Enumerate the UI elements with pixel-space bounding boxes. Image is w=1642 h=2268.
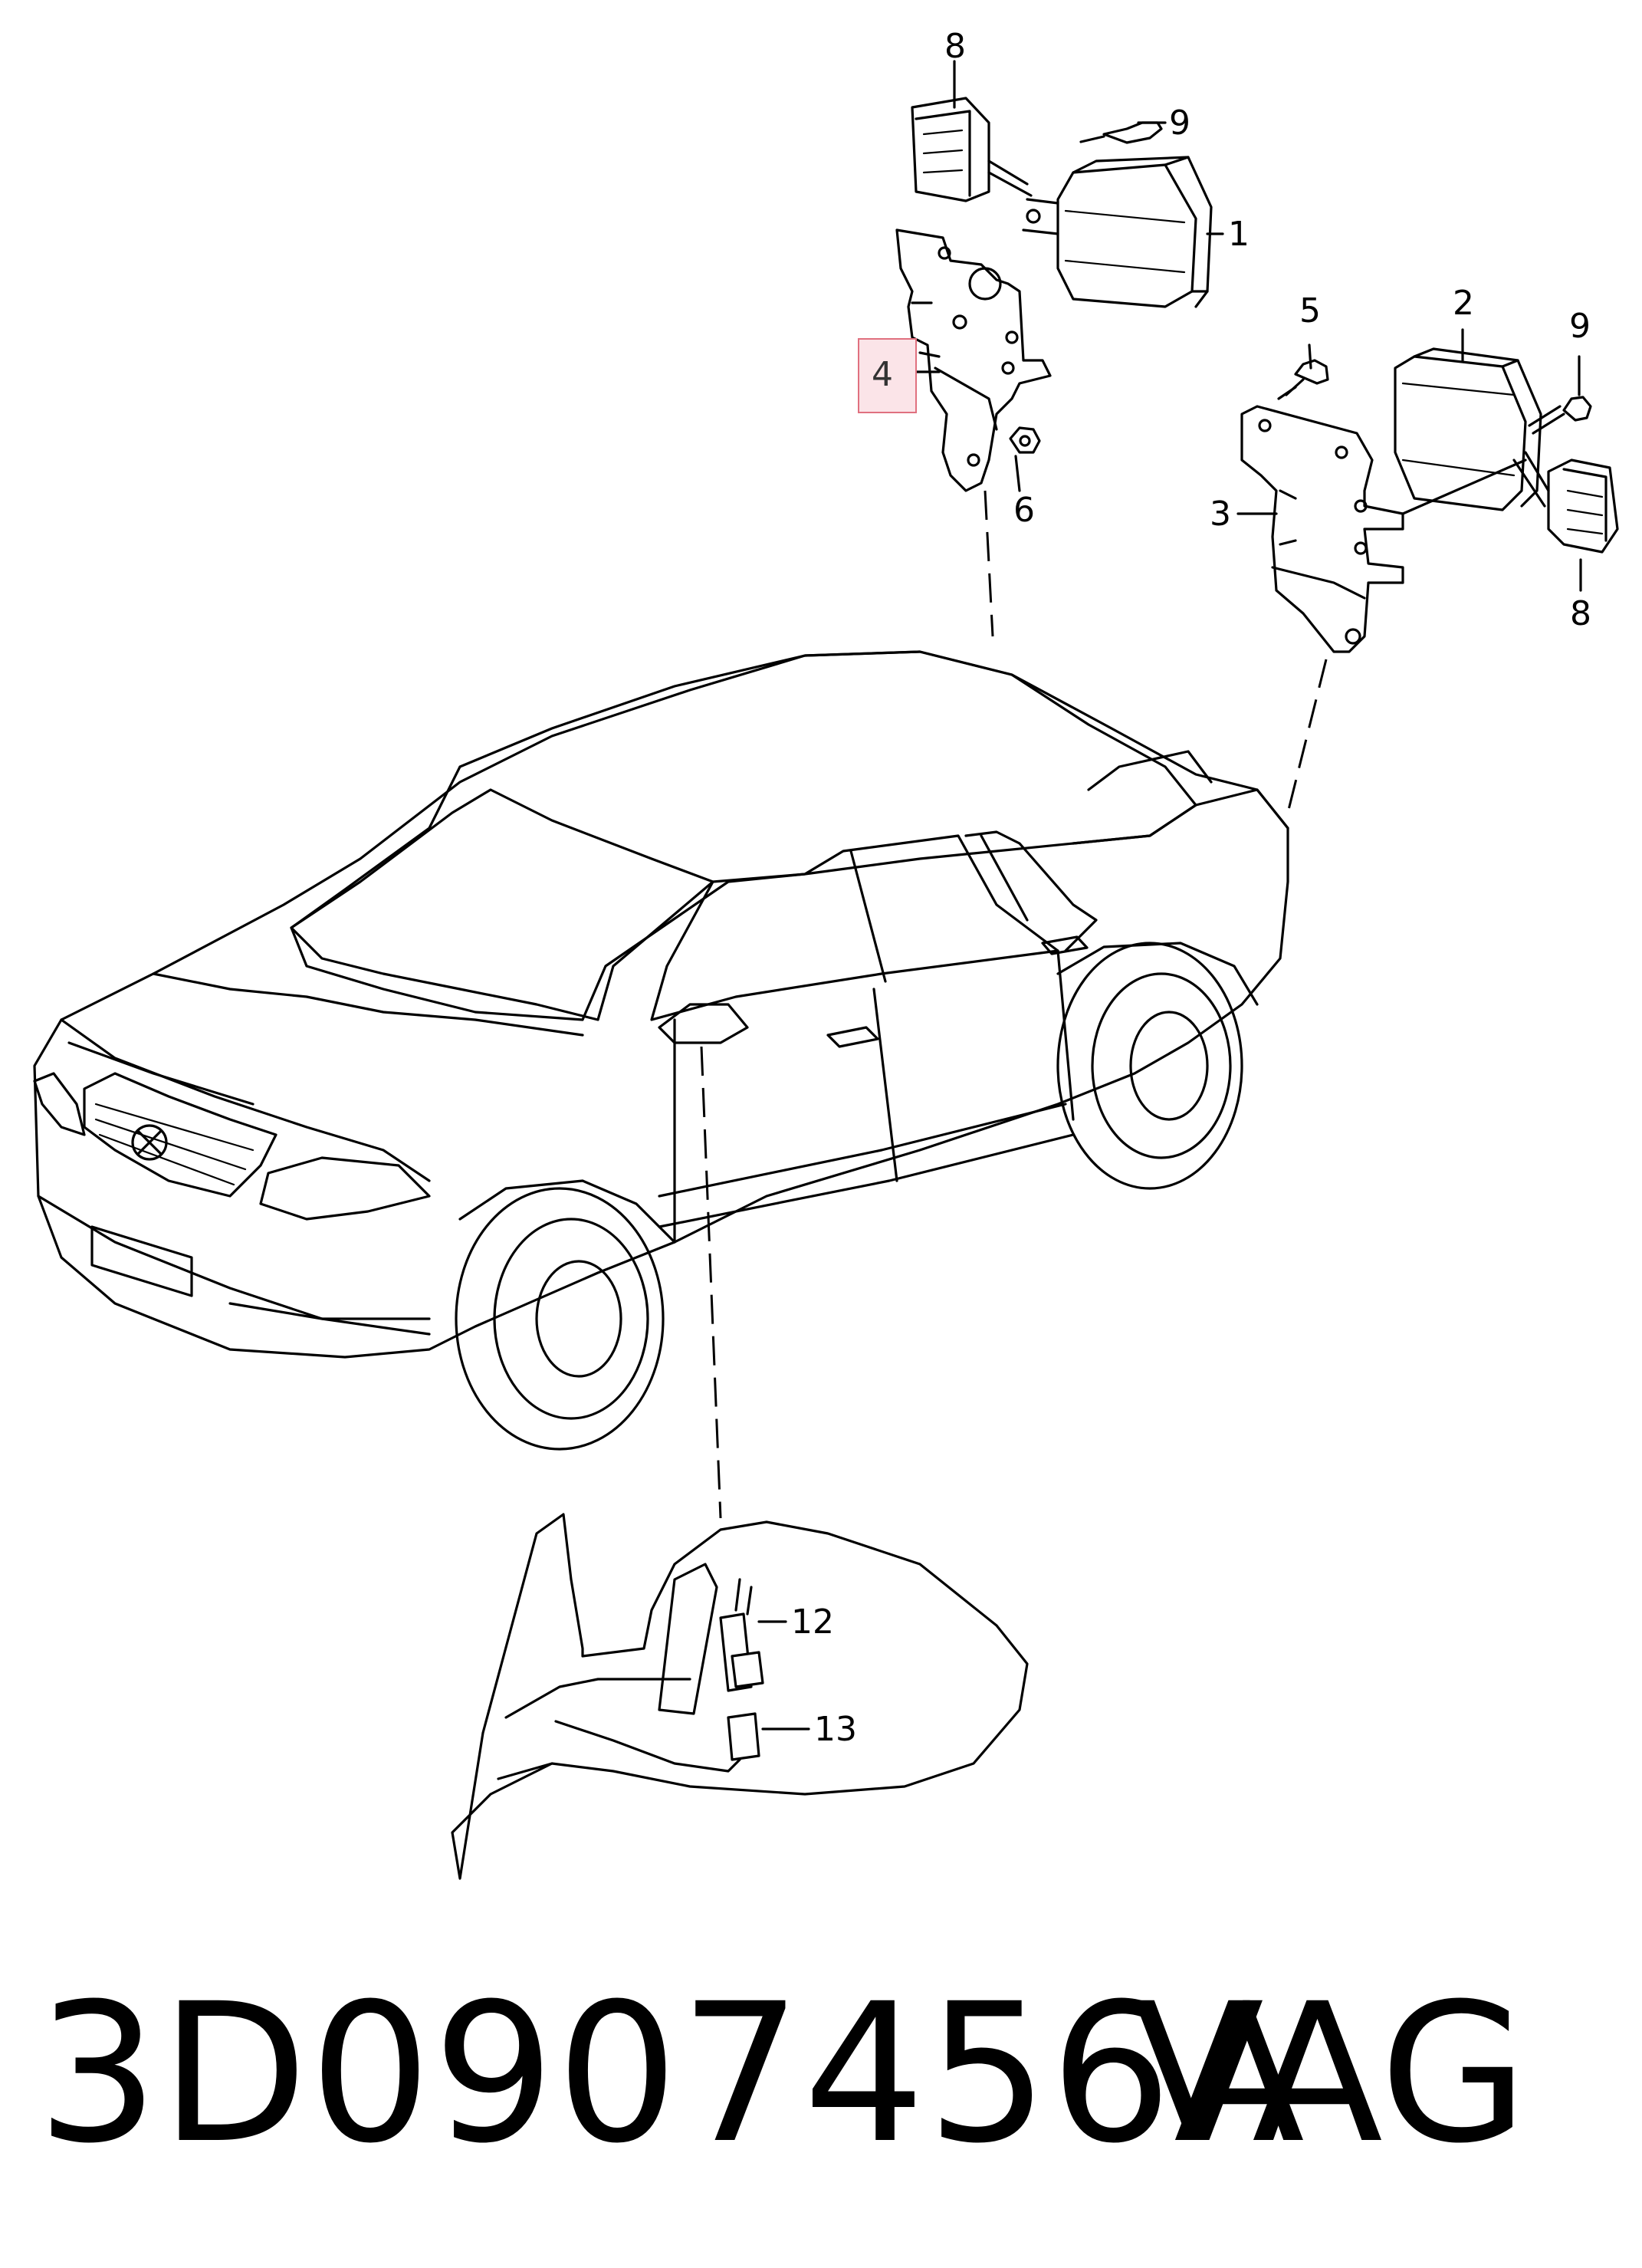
callout-1: 1	[1228, 215, 1250, 254]
callout-12: 12	[791, 1602, 834, 1642]
callout-9-top: 9	[1169, 104, 1190, 143]
bolt-9-top	[1079, 121, 1163, 144]
sensor-module-2	[1394, 347, 1542, 511]
leader-bracket-4-to-car	[984, 490, 994, 637]
callout-13: 13	[814, 1710, 857, 1749]
nut-6	[1009, 426, 1041, 454]
sensor-module-1	[1022, 156, 1213, 308]
callout-6: 6	[1013, 491, 1035, 530]
connector-8-top	[911, 97, 1033, 202]
part-number: 3D0907456A	[37, 1962, 1306, 2185]
bolt-5	[1277, 359, 1329, 400]
brand-name: VAG	[1133, 1962, 1529, 2185]
bracket-3	[1240, 405, 1404, 653]
connector-8-right	[1401, 451, 1619, 554]
callout-8-top: 8	[944, 27, 966, 66]
callout-9-right: 9	[1569, 307, 1591, 346]
callout-4-highlight	[858, 338, 917, 413]
callout-4: 4	[872, 355, 893, 394]
callout-3: 3	[1210, 495, 1231, 534]
callout-8-right: 8	[1570, 594, 1591, 633]
leader-bracket-3-to-car	[1286, 659, 1328, 814]
side-mirror-detail	[451, 1513, 1029, 1880]
leader-mirror-to-car	[700, 1046, 722, 1519]
callout-5: 5	[1299, 291, 1321, 330]
callout-2: 2	[1453, 284, 1474, 323]
callout-leaders	[757, 60, 1582, 1731]
sedan-car	[33, 650, 1289, 1451]
bolt-9-right	[1528, 396, 1592, 435]
